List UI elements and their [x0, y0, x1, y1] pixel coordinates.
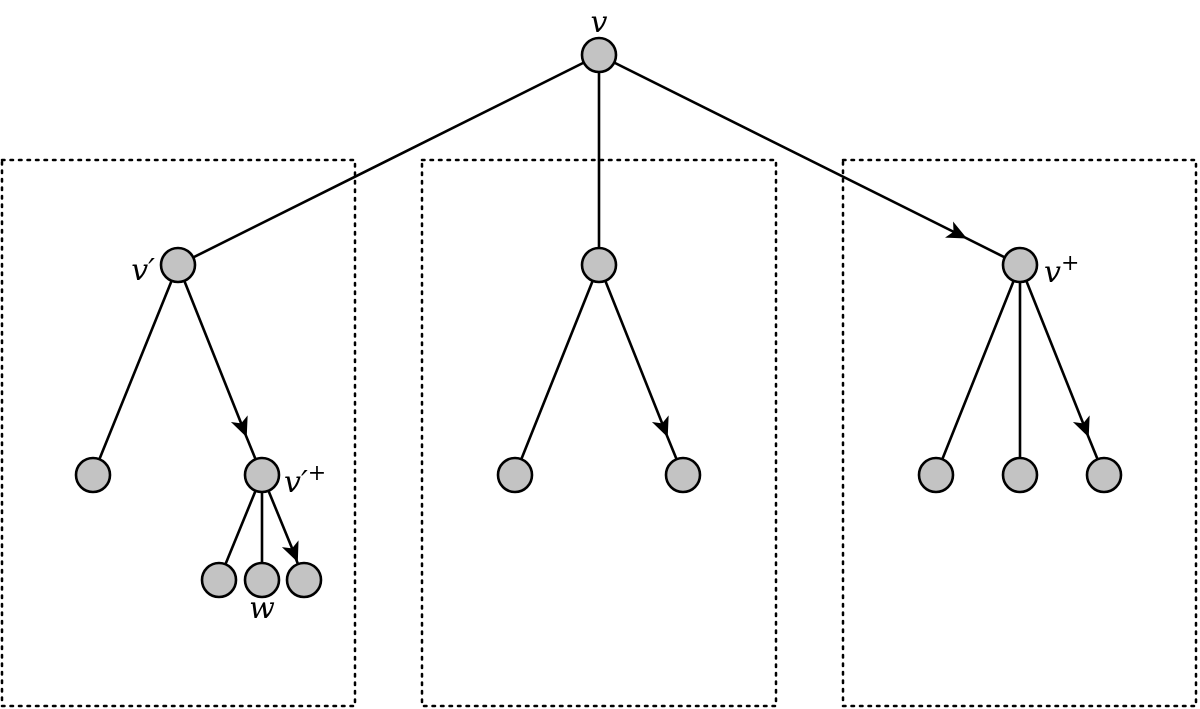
edge-middle-to-leaf2-seg1: [597, 264, 669, 438]
edge-vprime-to-vprimeplus-seg1: [176, 264, 248, 438]
node-v: [580, 36, 618, 74]
edge-vprimeplus-to-leaf1: [217, 474, 264, 581]
edge-vplus-to-leaf1: [934, 264, 1022, 476]
node-vprime-leaf: [74, 456, 112, 494]
node-w: [243, 561, 281, 599]
edge-vplus-to-leaf3-seg1: [1018, 264, 1090, 438]
label-vprime: v′: [131, 253, 155, 288]
label-vplus-sup: +: [1061, 251, 1079, 276]
edge-vprime-to-leaf: [91, 264, 180, 476]
node-middle-leaf2: [664, 456, 702, 494]
node-vplus-leaf2: [1001, 456, 1039, 494]
edge-v-to-vprime: [177, 53, 600, 267]
subtree-box-left: [0, 158, 357, 708]
node-middle-leaf1: [496, 456, 534, 494]
label-v: v: [591, 5, 608, 40]
subtree-box-right: [841, 158, 1198, 708]
node-middle: [580, 246, 618, 284]
node-vplus-leaf3: [1085, 456, 1123, 494]
label-w: w: [249, 591, 275, 626]
node-vprime: [159, 246, 197, 284]
node-vprimeplus-leaf3: [285, 561, 323, 599]
node-vprimeplus-leaf1: [200, 561, 238, 599]
label-vprimeplus: v′+: [284, 461, 326, 500]
node-vprimeplus: [243, 456, 281, 494]
edge-v-to-vplus-seg1: [598, 53, 967, 239]
label-vprimeplus-base: v′: [284, 465, 308, 500]
label-vplus: v+: [1044, 251, 1079, 290]
label-vprimeplus-sup: +: [308, 461, 326, 486]
node-vplus: [1001, 246, 1039, 284]
node-vplus-leaf1: [917, 456, 955, 494]
label-vplus-base: v: [1044, 255, 1061, 290]
edge-middle-to-leaf1: [513, 264, 601, 476]
